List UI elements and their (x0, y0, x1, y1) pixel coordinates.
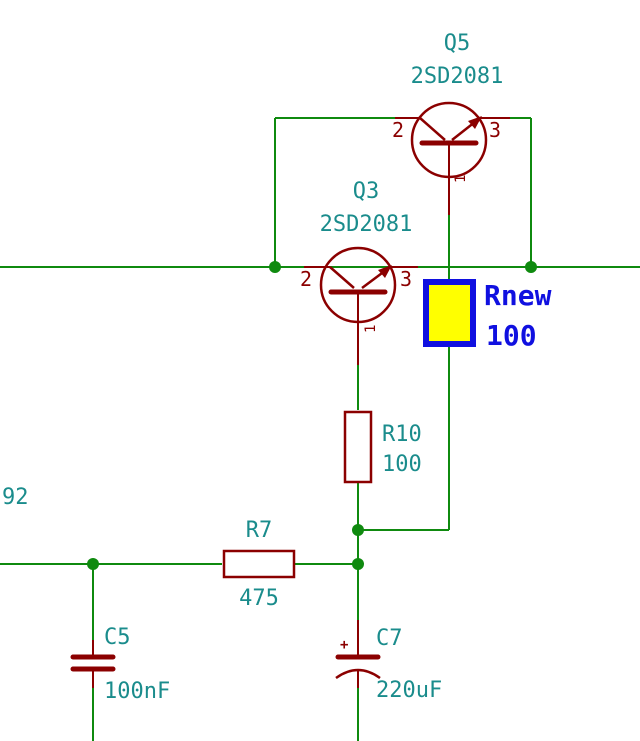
q5-pin-base-number: 2 (392, 118, 404, 142)
resistor-r7[interactable]: R7 475 (222, 518, 296, 611)
c7-value-label: 220uF (376, 678, 442, 703)
rnew-highlight-box (423, 279, 476, 347)
q5-emitter-arrow (468, 116, 482, 129)
capacitor-c5[interactable]: C5 100nF (70, 625, 170, 704)
r7-value-label: 475 (239, 586, 279, 611)
c7-ref-label: C7 (376, 626, 403, 651)
resistor-r10[interactable]: R10 100 (343, 410, 422, 484)
transistor-q3[interactable]: Q3 2SD2081 2 3 1 (300, 179, 418, 365)
junction-dot (352, 558, 364, 570)
q3-pin-collector-number: 1 (363, 325, 379, 333)
junction-dot (525, 261, 537, 273)
capacitor-c7[interactable]: + C7 220uF (335, 620, 442, 703)
r10-ref-label: R10 (382, 422, 422, 447)
r7-body (222, 549, 296, 579)
junction-dot (87, 558, 99, 570)
q3-emitter-arrow (378, 265, 392, 278)
junctions (87, 261, 537, 570)
c5-value-label: 100nF (104, 679, 170, 704)
q5-base-lead (419, 117, 446, 141)
q3-value-label: 2SD2081 (320, 212, 413, 237)
q5-pin-collector-number: 1 (453, 175, 469, 183)
junction-dot (352, 524, 364, 536)
c5-ref-label: C5 (104, 625, 131, 650)
r10-body (343, 410, 373, 484)
q5-ref-label: Q5 (444, 31, 471, 56)
rnew-value-label: 100 (486, 319, 537, 352)
r10-value-label: 100 (382, 452, 422, 477)
junction-dot (269, 261, 281, 273)
r7-ref-label: R7 (246, 518, 273, 543)
q3-pin-base-number: 2 (300, 267, 312, 291)
q3-ref-label: Q3 (353, 179, 380, 204)
resistor-rnew[interactable]: Rnew 100 (423, 279, 552, 352)
partial-label-left: 92 (2, 485, 29, 510)
c7-polarity-mark: + (340, 637, 348, 653)
q5-pin-emitter-number: 3 (489, 118, 501, 142)
q5-value-label: 2SD2081 (411, 64, 504, 89)
rnew-ref-label: Rnew (484, 279, 552, 312)
transistor-q5[interactable]: Q5 2SD2081 2 3 1 (392, 31, 510, 215)
q3-base-lead (329, 266, 355, 289)
q3-pin-emitter-number: 3 (400, 267, 412, 291)
